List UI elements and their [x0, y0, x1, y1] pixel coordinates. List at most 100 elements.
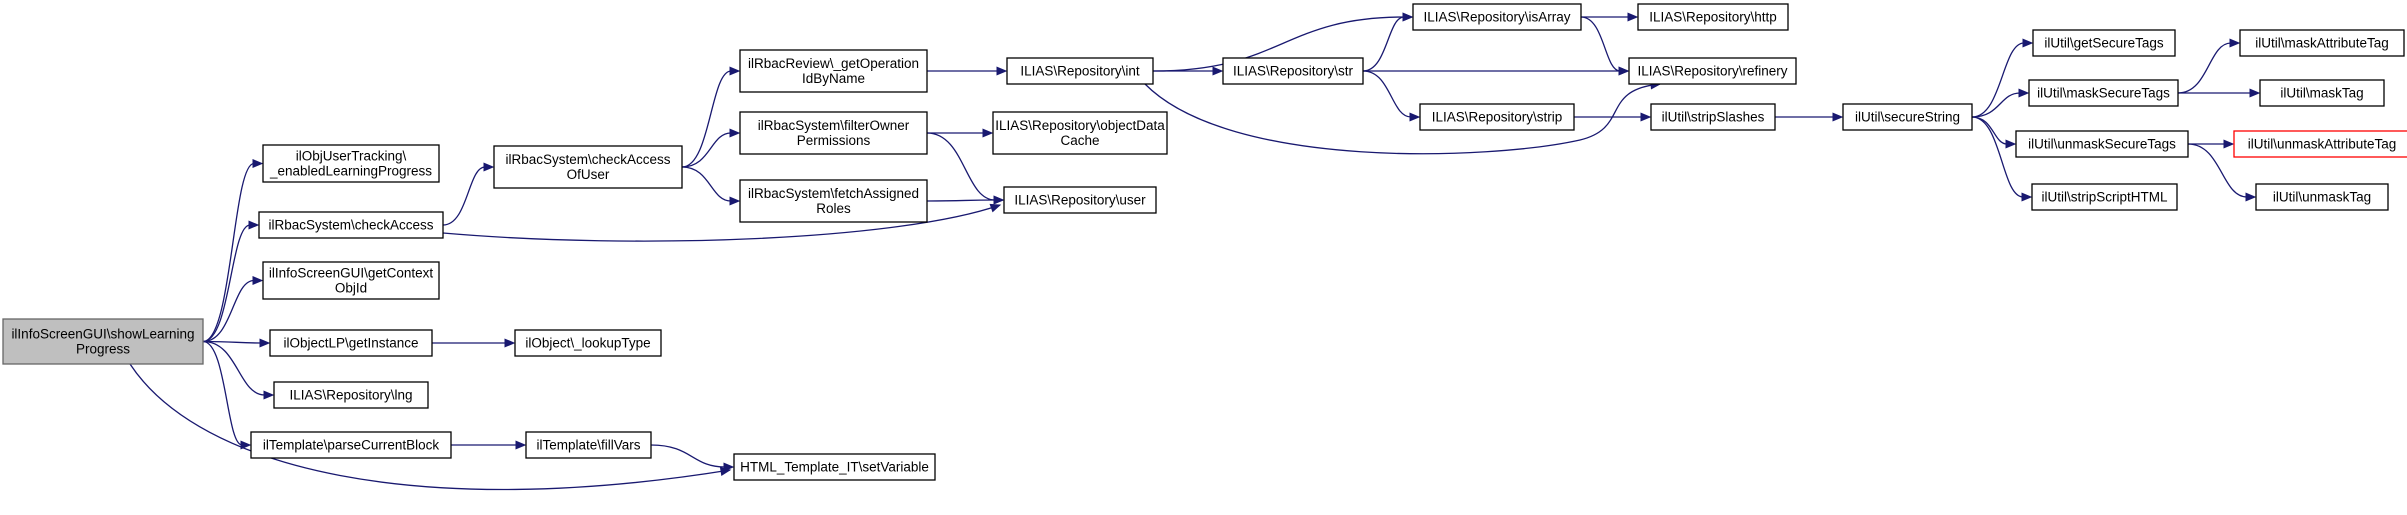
arrow-head — [2249, 88, 2261, 98]
arrow-head — [729, 66, 741, 76]
edge-rbac-fetch-roles-to-repo-user — [926, 195, 1005, 205]
edge-line — [1144, 83, 1661, 155]
arrow-head — [1832, 112, 1844, 122]
node-label: ilUtil\maskAttributeTag — [2255, 36, 2389, 51]
edge-rbac-check-access-to-repo-user — [442, 203, 1002, 242]
node-util-unmask-attribute-tag[interactable]: ilUtil\unmaskAttributeTag — [2233, 130, 2407, 158]
node-repo-refinery[interactable]: ILIAS\Repository\refinery — [1628, 57, 1797, 85]
edge-repo-str-to-repo-strip — [1362, 70, 1421, 122]
node-repo-strip[interactable]: ILIAS\Repository\strip — [1419, 103, 1575, 131]
node-box — [262, 144, 440, 183]
edge-line — [202, 162, 255, 343]
arrow-head — [240, 440, 252, 450]
node-box — [2028, 79, 2179, 107]
node-repo-int[interactable]: ILIAS\Repository\int — [1006, 57, 1154, 85]
node-label: Roles — [816, 201, 851, 216]
edge-rbac-review-get-op-to-repo-int — [927, 66, 1008, 76]
node-util-get-secure-tags[interactable]: ilUtil\getSecureTags — [2032, 29, 2176, 57]
node-util-mask-tag[interactable]: ilUtil\maskTag — [2259, 79, 2385, 107]
node-label: ilUtil\getSecureTags — [2044, 36, 2164, 51]
edge-root-to-object-lpget-instance — [202, 338, 271, 348]
arrow-head — [982, 128, 994, 138]
node-box — [262, 261, 440, 300]
node-util-strip-slashes[interactable]: ilUtil\stripSlashes — [1650, 103, 1776, 131]
node-rbac-check-access[interactable]: ilRbacSystem\checkAccess — [258, 211, 444, 239]
node-label: ILIAS\Repository\objectData — [995, 118, 1165, 133]
arrow-head — [1640, 112, 1652, 122]
arrow-head — [1618, 66, 1630, 76]
node-box — [1412, 3, 1582, 31]
node-box — [733, 453, 936, 481]
node-label: Progress — [76, 342, 130, 357]
node-object-lpget-instance[interactable]: ilObjectLP\getInstance — [269, 329, 433, 357]
node-box — [739, 49, 928, 93]
edge-root-to-html-set-variable — [129, 363, 732, 491]
edge-object-lpget-instance-to-object-lookup-type — [432, 338, 516, 348]
node-label: ilUtil\unmaskSecureTags — [2028, 137, 2176, 152]
node-util-unmask-secure-tags[interactable]: ilUtil\unmaskSecureTags — [2015, 130, 2189, 158]
edge-line — [2177, 42, 2232, 94]
arrow-head — [729, 196, 741, 206]
edge-util-secure-string-to-util-unmask-secure-tags — [1971, 116, 2017, 149]
edges-layer — [129, 12, 2261, 491]
node-box — [2239, 29, 2405, 57]
node-label: ilUtil\unmaskAttributeTag — [2248, 137, 2397, 152]
node-util-mask-attribute-tag[interactable]: ilUtil\maskAttributeTag — [2239, 29, 2405, 57]
arrow-head — [989, 203, 1002, 213]
node-util-secure-string[interactable]: ilUtil\secureString — [1842, 103, 1973, 131]
edge-line — [926, 132, 996, 201]
node-util-unmask-tag[interactable]: ilUtil\unmaskTag — [2255, 183, 2389, 211]
node-box — [258, 211, 444, 239]
node-label: ilRbacSystem\checkAccess — [505, 152, 670, 167]
edge-line — [681, 166, 732, 202]
node-repo-str[interactable]: ILIAS\Repository\str — [1222, 57, 1364, 85]
node-box — [2015, 130, 2189, 158]
node-box — [992, 111, 1168, 155]
node-repo-user[interactable]: ILIAS\Repository\user — [1003, 186, 1157, 214]
node-html-set-variable[interactable]: HTML_Template_IT\setVariable — [733, 453, 936, 481]
edge-line — [202, 279, 255, 343]
node-repo-is-array[interactable]: ILIAS\Repository\isArray — [1412, 3, 1582, 31]
node-tpl-fill-vars[interactable]: ilTemplate\fillVars — [525, 431, 652, 459]
node-repo-lng[interactable]: ILIAS\Repository\lng — [273, 381, 429, 409]
node-label: ILIAS\Repository\isArray — [1423, 10, 1570, 25]
arrow-head — [259, 338, 271, 348]
node-box — [514, 329, 662, 357]
edge-rbac-check-access-of-user-to-rbac-fetch-roles — [681, 166, 741, 206]
arrow-head — [2018, 88, 2030, 98]
arrow-head — [483, 162, 495, 172]
edge-repo-str-to-repo-is-array — [1362, 12, 1414, 72]
edge-root-to-rbac-check-access — [202, 220, 260, 343]
node-repo-http[interactable]: ILIAS\Repository\http — [1637, 3, 1789, 31]
node-box — [1006, 57, 1154, 85]
edge-line — [202, 340, 266, 396]
node-label: ilInfoScreenGUI\getContext — [269, 266, 434, 281]
node-obj-user-tracking[interactable]: ilObjUserTracking\_enabledLearningProgre… — [262, 144, 440, 183]
node-label: ILIAS\Repository\lng — [289, 388, 412, 403]
node-label: ilObjUserTracking\ — [296, 149, 407, 164]
node-box — [739, 111, 928, 155]
node-util-strip-script-html[interactable]: ilUtil\stripScriptHTML — [2031, 183, 2178, 211]
node-object-lookup-type[interactable]: ilObject\_lookupType — [514, 329, 662, 357]
node-label: _enabledLearningProgress — [269, 164, 432, 179]
node-label: ilRbacSystem\fetchAssigned — [748, 186, 919, 201]
node-box — [1842, 103, 1973, 131]
node-util-mask-secure-tags[interactable]: ilUtil\maskSecureTags — [2028, 79, 2179, 107]
edge-util-mask-secure-tags-to-util-mask-tag — [2178, 88, 2261, 98]
edge-line — [1580, 16, 1621, 72]
node-label: ObjId — [335, 281, 367, 296]
edge-tpl-fill-vars-to-html-set-variable — [650, 444, 735, 472]
edge-line — [2187, 143, 2248, 198]
node-label: OfUser — [567, 167, 610, 182]
edge-rbac-check-access-of-user-to-rbac-filter-owner — [681, 128, 741, 168]
arrow-head — [2005, 139, 2017, 149]
edge-util-secure-string-to-util-mask-secure-tags — [1971, 88, 2030, 118]
node-tpl-parse-current-block[interactable]: ilTemplate\parseCurrentBlock — [250, 431, 452, 459]
